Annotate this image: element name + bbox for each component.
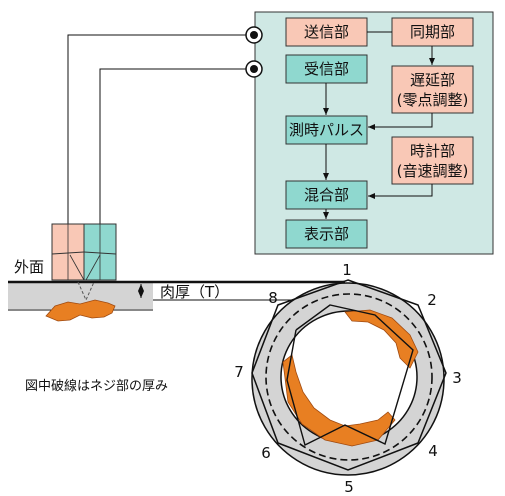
receiver-block: 受信部	[285, 54, 368, 84]
ring-number-1: 1	[342, 261, 352, 279]
sync-block: 同期部	[391, 17, 474, 47]
ring-number-5: 5	[344, 478, 354, 496]
ultrasonic-beam	[77, 281, 95, 302]
clock-to-mixer-arrow	[368, 184, 433, 199]
time-pulse-label: 測時パルス	[289, 121, 364, 139]
clock-block: 時計部 (音速調整)	[391, 136, 474, 185]
receive-cable	[99, 68, 246, 224]
delay-to-pulse-arrow	[368, 113, 433, 130]
clock-sub-label: (音速調整)	[397, 162, 469, 180]
display-label: 表示部	[304, 225, 349, 243]
corrosion-patch-right	[344, 309, 419, 369]
sync-label: 同期部	[410, 23, 455, 41]
probe	[51, 223, 117, 281]
outer-octagon	[251, 279, 447, 471]
thread-note: 図中破線はネジ部の厚み	[25, 378, 168, 394]
receiver-label: 受信部	[304, 60, 349, 78]
ring-number-8: 8	[268, 289, 278, 307]
ring-number-6: 6	[261, 444, 271, 462]
transmitter-block: 送信部	[285, 17, 368, 47]
ring-number-4: 4	[428, 442, 438, 460]
mixer-label: 混合部	[304, 186, 349, 204]
outer-surface-label: 外面	[14, 258, 44, 276]
transmitter-label: 送信部	[304, 23, 349, 41]
ring-number-7: 7	[234, 363, 244, 381]
delay-block: 遅延部 (零点調整)	[391, 65, 474, 114]
thickness-label: 肉厚（T）	[160, 283, 229, 301]
transmit-cable	[67, 34, 246, 224]
mixer-block: 混合部	[285, 180, 368, 210]
display-block: 表示部	[285, 219, 368, 249]
receive-terminal	[245, 60, 263, 78]
clock-label: 時計部	[410, 142, 455, 160]
thread-dashed-line	[265, 293, 433, 461]
transmit-terminal	[245, 26, 263, 44]
time-pulse-block: 測時パルス	[285, 115, 368, 145]
inner-bore-profile	[286, 304, 414, 447]
pipe-ring	[251, 279, 447, 476]
corrosion-pit	[45, 299, 116, 322]
delay-sub-label: (零点調整)	[397, 91, 469, 109]
ring-number-2: 2	[427, 291, 437, 309]
delay-label: 遅延部	[410, 71, 455, 89]
corrosion-patch-left	[282, 354, 396, 447]
ring-number-3: 3	[452, 369, 462, 387]
